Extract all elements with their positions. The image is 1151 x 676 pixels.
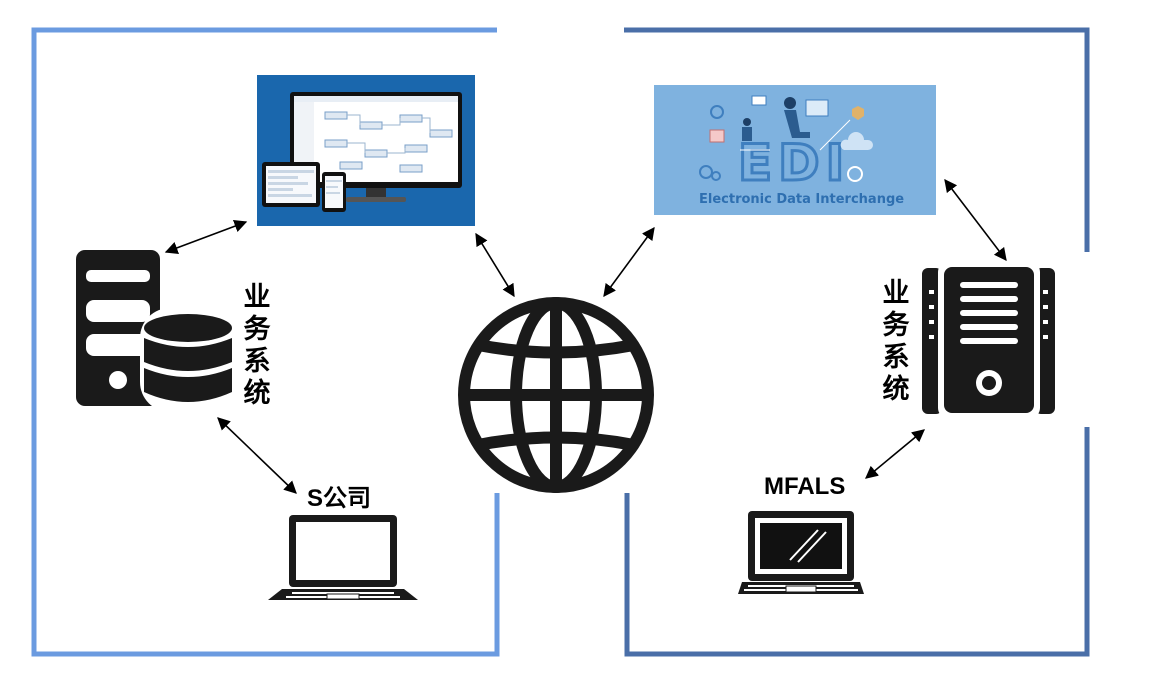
arrow-dashboard-to-globe (475, 232, 515, 298)
left-group-border (31, 27, 500, 657)
right-server-icon (922, 262, 1055, 418)
edi-banner: EDI (654, 85, 936, 215)
arrow-right-server-to-mfals (865, 429, 925, 479)
left-server-icon (76, 250, 160, 406)
edi-logo-text: EDI (738, 134, 850, 192)
right-system-label: 业务系统 (882, 278, 910, 405)
arrow-left-server-to-s-company (217, 417, 297, 494)
left-laptop-icon (268, 515, 418, 600)
right-group-border (624, 27, 1090, 657)
mfals-label: MFALS (764, 473, 846, 500)
arrow-left-server-to-dashboard (164, 220, 248, 254)
right-laptop-icon (738, 511, 864, 594)
database-icon (140, 308, 236, 412)
arrow-edi-to-right-server (944, 178, 1007, 262)
arrow-globe-to-edi (603, 226, 655, 298)
left-system-label: 业务系统 (243, 282, 271, 409)
globe-icon (458, 297, 654, 493)
dashboard-banner (257, 75, 475, 226)
edi-caption: Electronic Data Interchange (699, 192, 905, 207)
s-company-label: S公司 (307, 485, 372, 512)
